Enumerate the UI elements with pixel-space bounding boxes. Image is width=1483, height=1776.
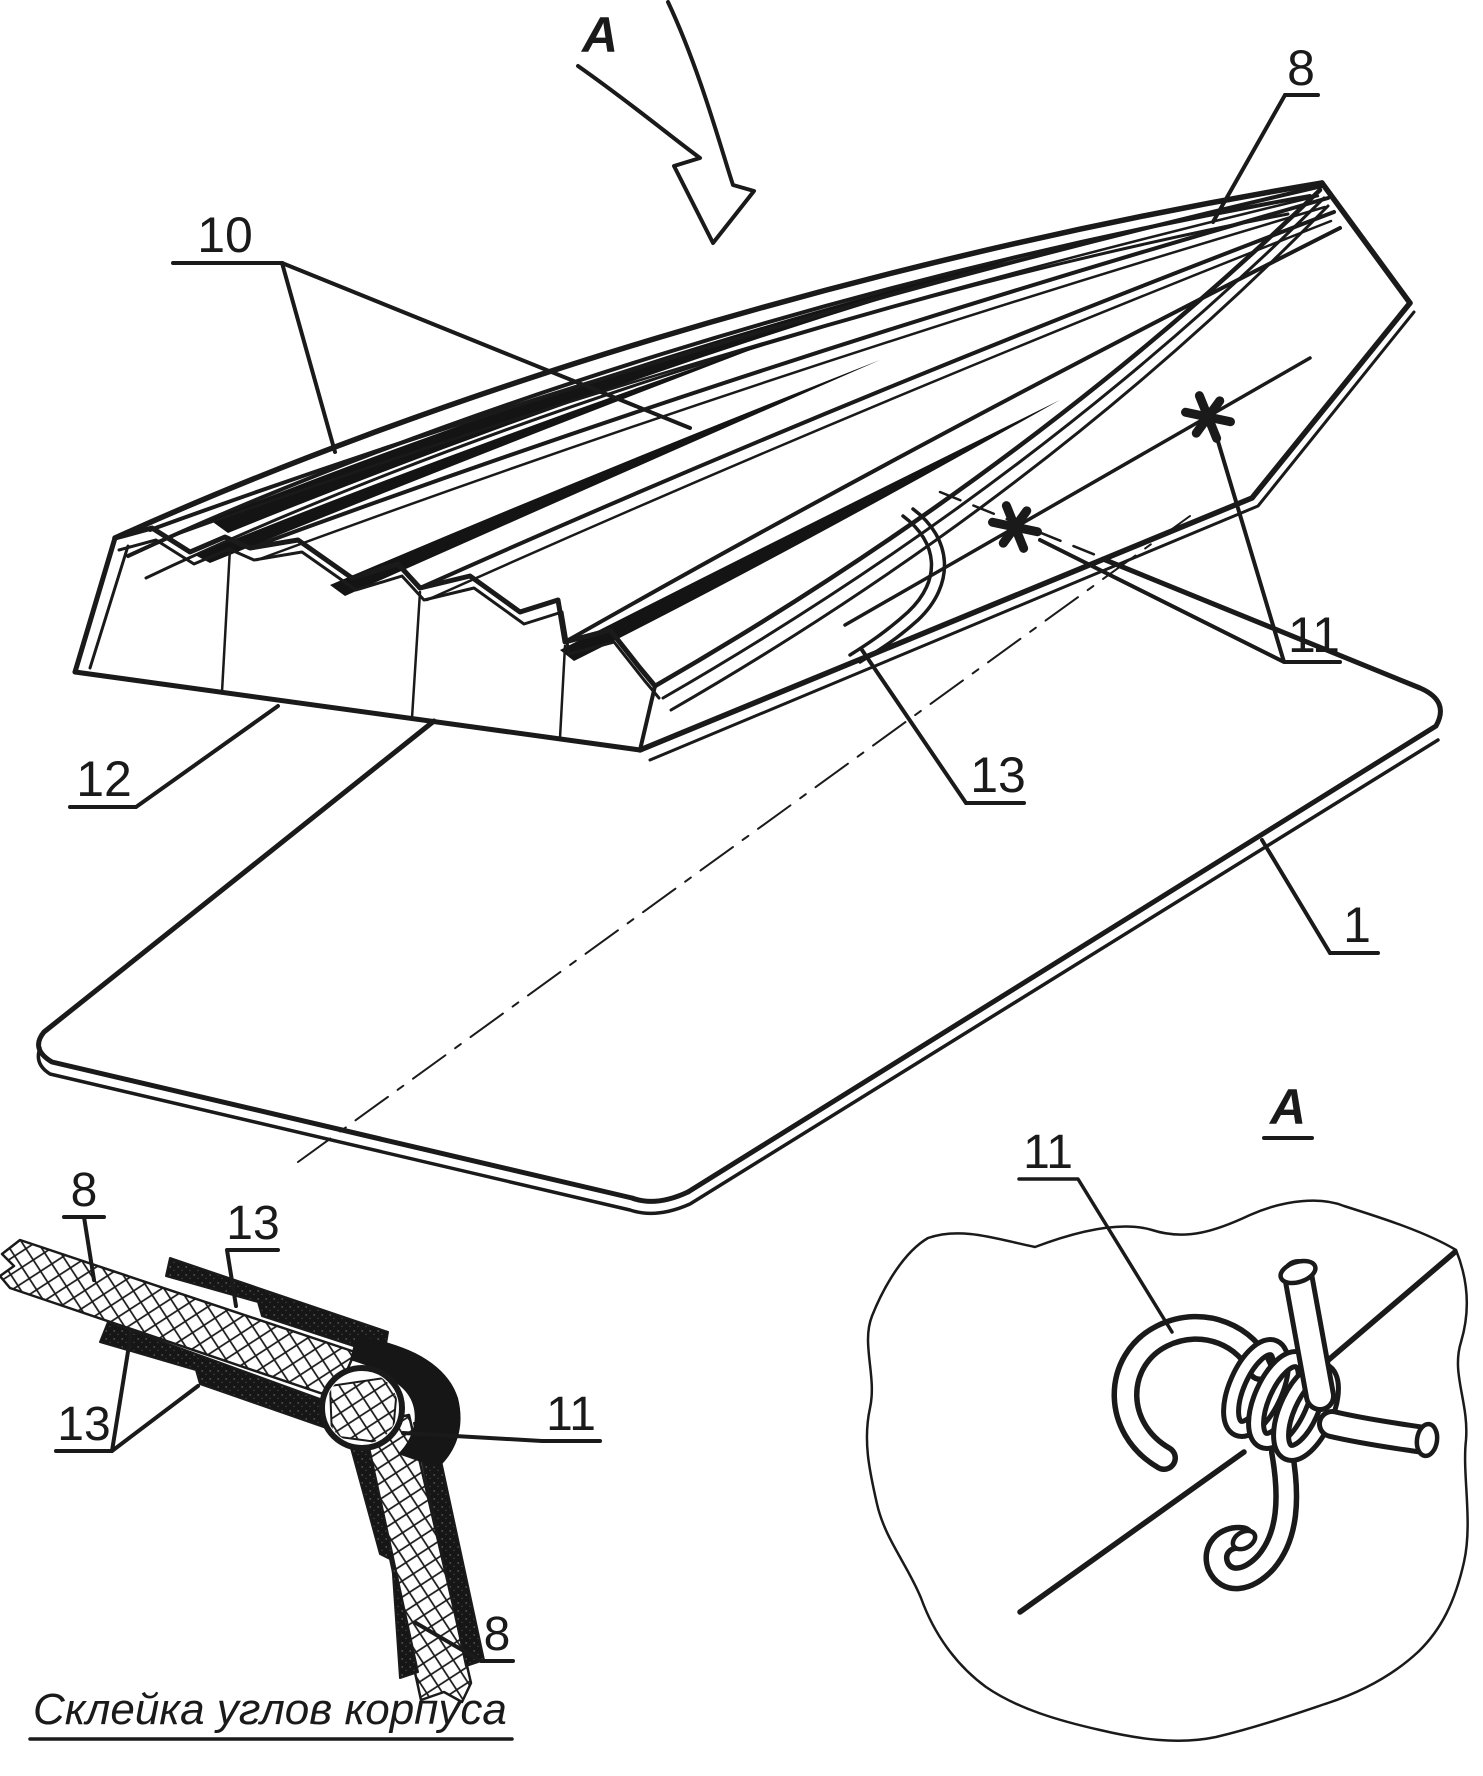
panel-outline-visible-left [36, 718, 691, 1204]
view-direction-arrow [576, 0, 756, 245]
wire-rod-right-cap [1414, 1421, 1440, 1459]
wire-twist-2 [1181, 391, 1235, 443]
stern-left-inner [88, 544, 130, 670]
main-view-callouts: A 8 10 11 12 13 1 [68, 7, 1380, 955]
leader-11 [1038, 426, 1342, 664]
stern-left-edge [72, 535, 118, 675]
wire-ring-window [329, 1375, 398, 1444]
detail-label-8-top: 8 [71, 1164, 98, 1217]
leader-13 [860, 648, 1026, 805]
stringer-1 [148, 184, 1324, 532]
stringer-3b [425, 219, 1333, 602]
curved-batten-outer [848, 514, 934, 657]
stitch-joint-line [843, 356, 1312, 627]
leader-8 [1211, 93, 1320, 224]
leader-detail-13-left [54, 1331, 200, 1453]
detail-label-13-left: 13 [57, 1398, 110, 1451]
groove-shadow-2 [330, 360, 880, 596]
wire-twist-1 [988, 501, 1042, 553]
deck-near-sheer [652, 187, 1323, 689]
stringer-2b [255, 205, 1327, 562]
panel-outline-visible-right [685, 556, 1443, 1195]
detail-label-13-top: 13 [226, 1197, 279, 1250]
glue-strip-13-top [165, 1257, 389, 1357]
part-label-1: 1 [1343, 897, 1371, 953]
deck-far-sheer [112, 180, 1325, 541]
panel-hidden-edge [938, 490, 1100, 558]
leader-detail-8-bottom [414, 1621, 515, 1663]
leader-1 [1260, 838, 1380, 955]
detail-a-boundary [865, 1199, 1469, 1742]
bottom-panel [36, 490, 1443, 1216]
deck-assembly [72, 0, 1416, 762]
stern-near-corner [638, 684, 657, 752]
side-bottom-edge [637, 300, 1413, 753]
part-label-12: 12 [76, 751, 132, 807]
twisted-wire [1111, 1258, 1440, 1592]
detail-label-11: 11 [546, 1388, 596, 1441]
corner-gluing-detail: 8 13 13 11 8 Склейка углов корпуса [0, 1164, 602, 1741]
part-label-8: 8 [1287, 40, 1315, 96]
stringer-3 [418, 210, 1336, 590]
leader-detail-13-top [225, 1248, 280, 1308]
wire-rod-top-cap [1278, 1258, 1318, 1286]
leader-detail-11 [401, 1431, 602, 1443]
part-label-13: 13 [970, 747, 1026, 803]
stern-zigzag-inner [117, 538, 661, 700]
leader-detail-8-top [62, 1215, 106, 1282]
stern-zigzag-edge [112, 525, 658, 689]
stern-face-line-2 [410, 590, 422, 720]
deck-groove-shadow-top [210, 252, 1040, 533]
wire-hook-end-cap [1230, 1528, 1258, 1552]
detail-caption: Склейка углов корпуса [33, 1685, 507, 1734]
leader-10 [171, 261, 692, 454]
deck-far-lap2 [144, 212, 1290, 580]
detail-a-label-11: 11 [1023, 1126, 1073, 1179]
detail-a-title: A [1268, 1079, 1306, 1135]
corner-edge-upper [1309, 1249, 1458, 1377]
stringer-2 [248, 196, 1330, 550]
detail-view-a: A 11 [865, 1079, 1469, 1742]
stern-bottom-edge [72, 669, 643, 753]
panel-centerline [297, 515, 1191, 1163]
corner-edge-lower [1017, 1449, 1247, 1615]
leader-12 [68, 704, 280, 809]
side-bottom-edge-2 [648, 310, 1416, 762]
detail-label-8-bottom: 8 [484, 1608, 511, 1661]
part-label-10: 10 [197, 207, 253, 263]
groove-shadow-3 [560, 400, 1060, 661]
bow-stem-edge [1319, 180, 1413, 306]
groove-shadow-1 [195, 335, 790, 563]
stringer-1b [154, 194, 1320, 544]
stern-face-line-3 [558, 644, 567, 740]
deck-near-lap2 [669, 204, 1330, 712]
stringer-4 [563, 226, 1342, 644]
stern-face-line-1 [220, 546, 232, 694]
deck-near-lap1 [661, 196, 1326, 700]
panel-thickness-line [36, 738, 1440, 1216]
detail-a-leader-11 [1017, 1177, 1174, 1334]
part-label-11: 11 [1288, 607, 1340, 663]
view-arrow-letter: A [580, 7, 618, 63]
